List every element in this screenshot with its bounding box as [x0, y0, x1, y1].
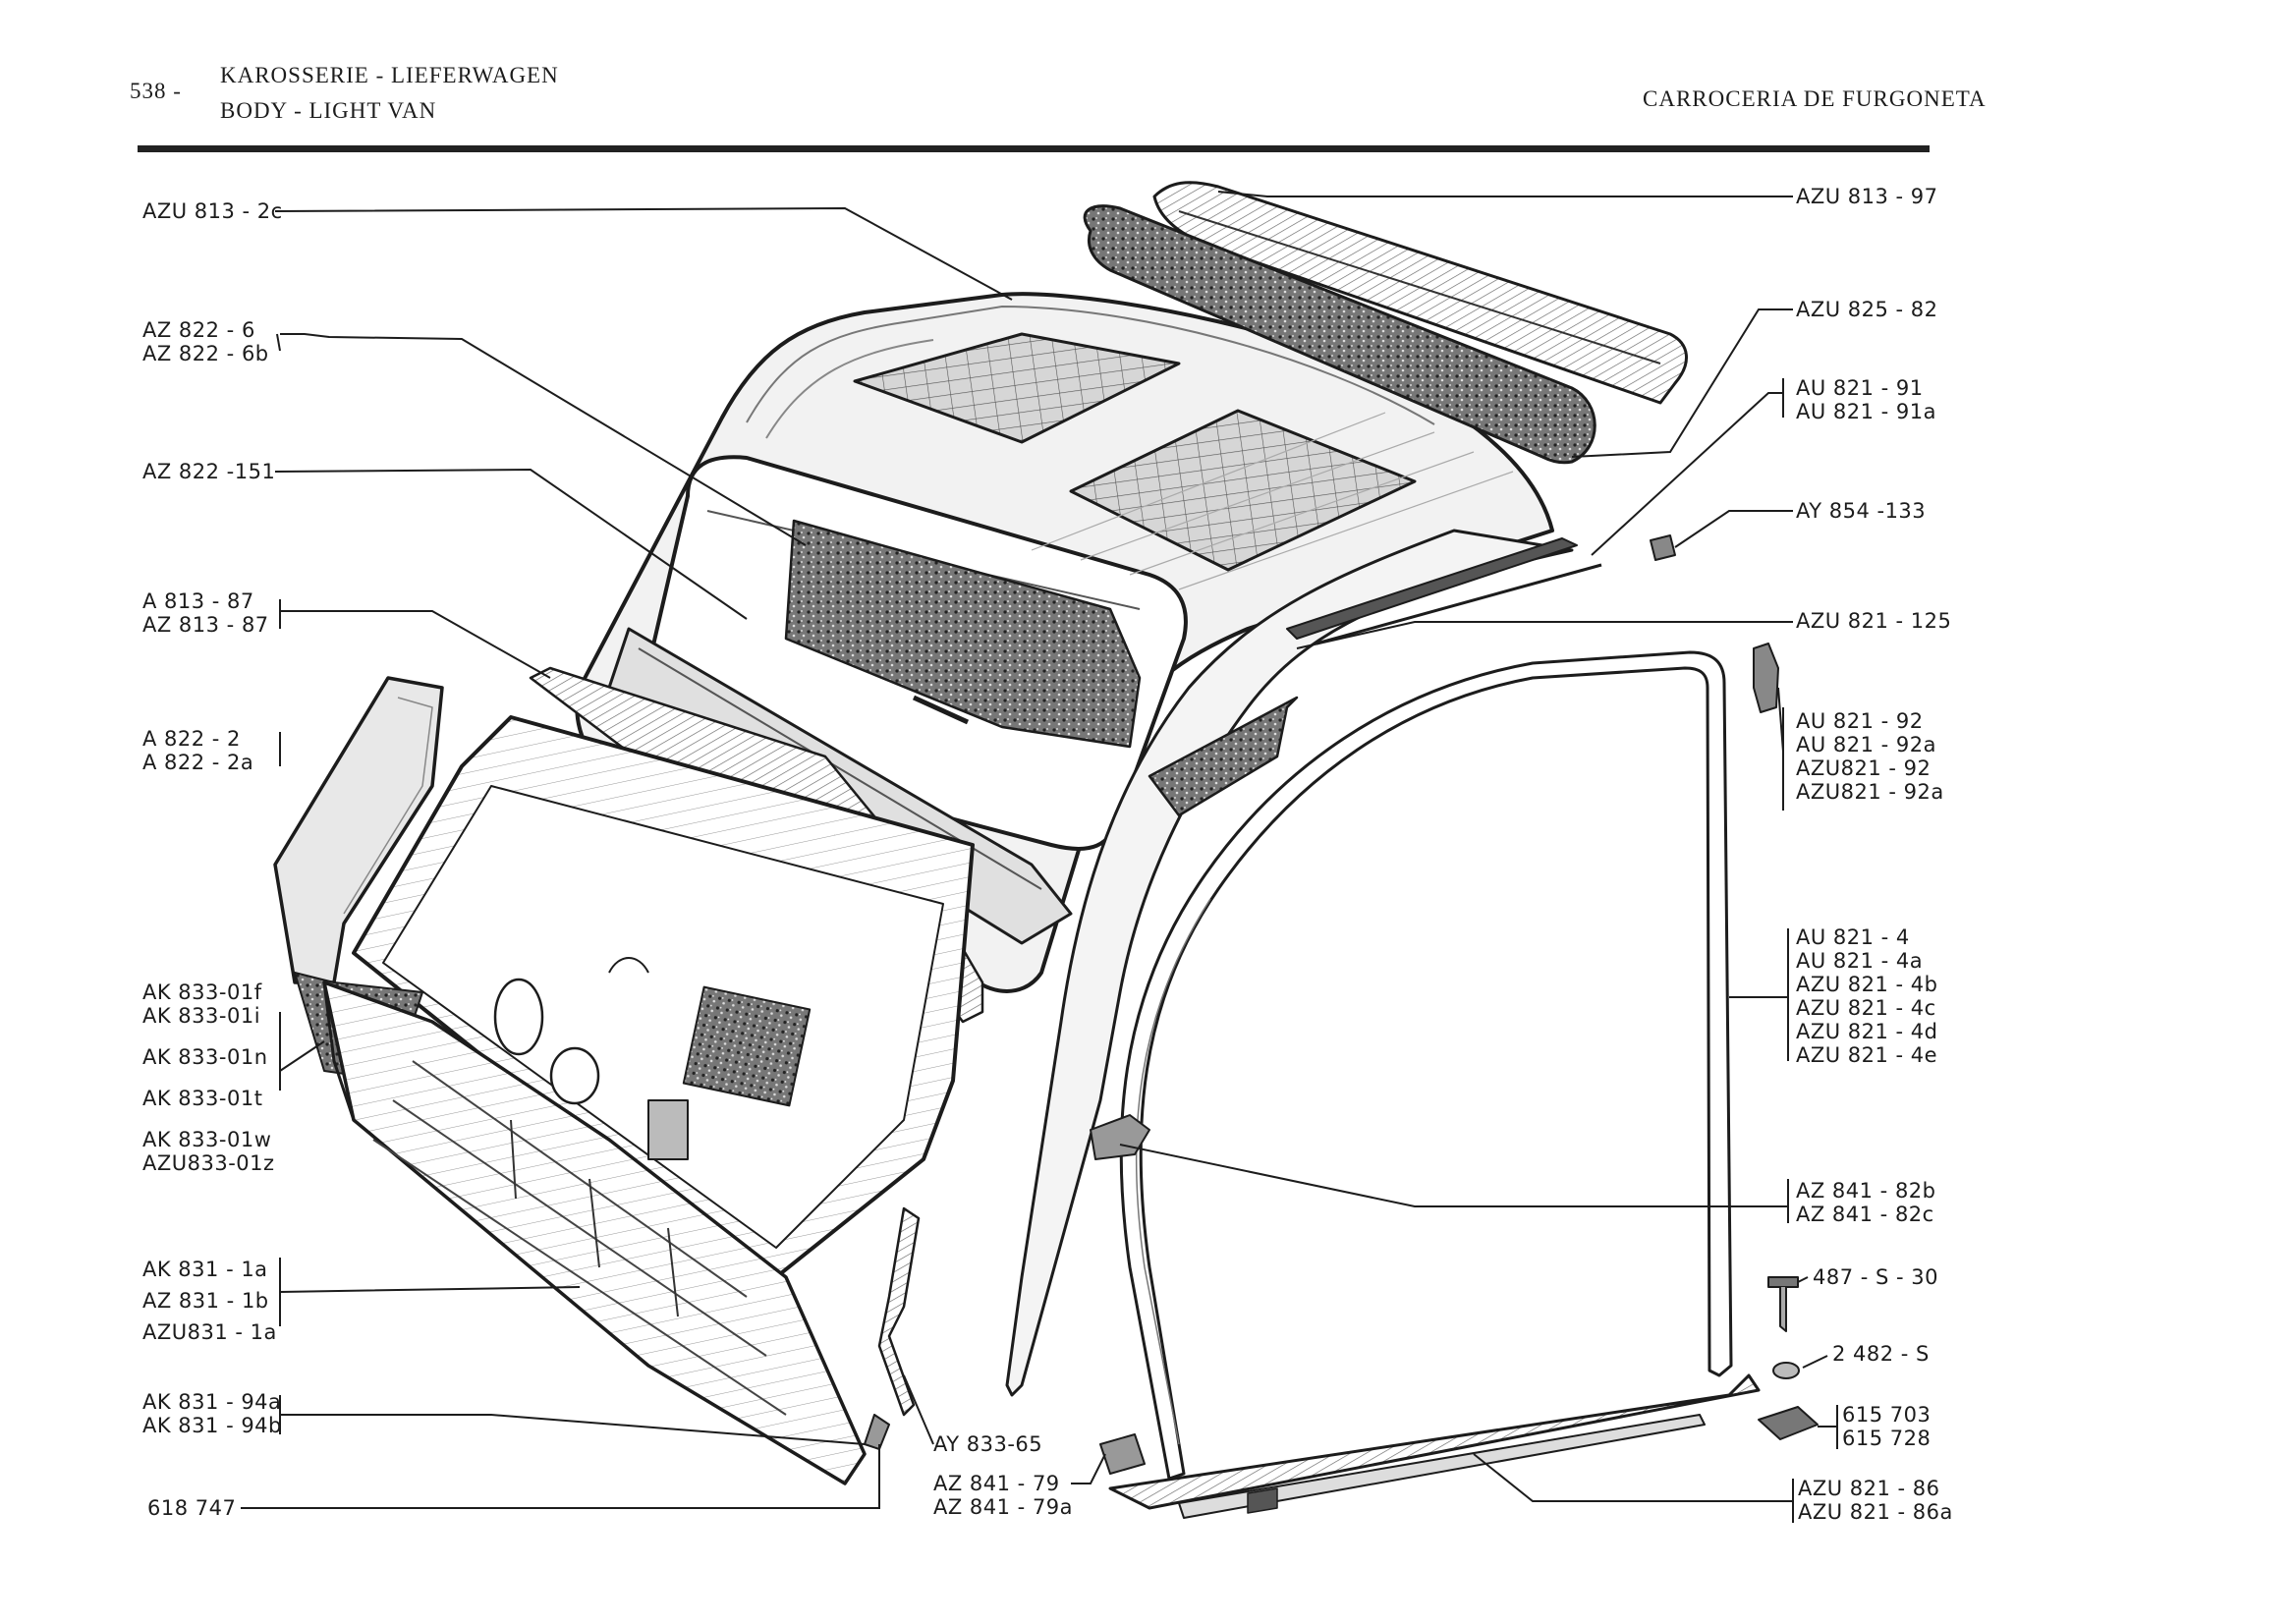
label-az822-151: AZ 822 -151: [142, 460, 275, 483]
label-line: AZU 821 - 4e: [1796, 1043, 1938, 1067]
page-number: 538 -: [130, 79, 182, 103]
label-line: AK 831 - 94b: [142, 1414, 282, 1437]
label-618747: 618 747: [147, 1496, 236, 1520]
label-2482-s: 2 482 - S: [1832, 1342, 1930, 1366]
label-line: AK 833-01i: [142, 1004, 261, 1028]
label-line: A 813 - 87: [142, 589, 254, 613]
label-line: AZU821 - 92a: [1796, 780, 1944, 804]
label-line: 615 703: [1842, 1403, 1932, 1427]
label-line: AU 821 - 91: [1796, 376, 1924, 400]
label-line: AZU 821 - 86: [1798, 1477, 1940, 1500]
label-line: AU 821 - 91a: [1796, 400, 1937, 423]
label-line: AZ 841 - 79a: [933, 1495, 1074, 1519]
label-line: A 822 - 2a: [142, 751, 254, 774]
label-ak831-94: AK 831 - 94a AK 831 - 94b: [142, 1390, 282, 1437]
label-line: AK 831 - 94a: [142, 1390, 282, 1414]
label-azu813-2c: AZU 813 - 2c: [142, 199, 283, 223]
label-az841-79: AZ 841 - 79 AZ 841 - 79a: [933, 1472, 1073, 1519]
roof-gutter-rail: [1152, 181, 1688, 405]
label-line: AZ 822 -151: [142, 460, 276, 483]
label-line: AK 833-01f: [142, 980, 262, 1004]
label-ay854-133: AY 854 -133: [1796, 499, 1926, 523]
label-line: 487 - S - 30: [1813, 1265, 1938, 1289]
label-line: AZU831 - 1a: [142, 1320, 277, 1344]
hinge-strap: [877, 1206, 921, 1417]
label-line: AK 831 - 1a: [142, 1258, 268, 1281]
label-au821-92: AU 821 - 92 AU 821 - 92a AZU821 - 92 AZU…: [1796, 709, 1944, 804]
label-487-s-30: 487 - S - 30: [1813, 1265, 1938, 1289]
label-line: 618 747: [147, 1496, 237, 1520]
label-line: AU 821 - 4: [1796, 925, 1910, 949]
label-ak831-1: AK 831 - 1a AZ 831 - 1b AZU831 - 1a: [142, 1258, 277, 1344]
label-line: AZU 821 - 4b: [1796, 973, 1938, 996]
label-line: 2 482 - S: [1832, 1342, 1930, 1366]
label-line: AZU 821 - 4d: [1796, 1020, 1938, 1043]
latch-bracket: [1753, 643, 1779, 713]
door-sill: [1108, 1373, 1761, 1519]
hinge-pin: [864, 1414, 890, 1450]
label-line: AZU821 - 92: [1796, 756, 1932, 780]
rear-lower-skirt: [322, 980, 867, 1485]
door-frame-seal: [1119, 650, 1733, 1481]
clip-block: [1758, 1406, 1819, 1440]
label-line: AZ 822 - 6b: [142, 342, 269, 365]
label-ak833: AK 833-01f AK 833-01i AK 833-01n AK 833-…: [142, 980, 275, 1175]
small-clip: [1650, 534, 1676, 561]
title-spanish: CARROCERIA DE FURGONETA: [1643, 86, 1987, 111]
side-roof-rail: [1005, 529, 1574, 1397]
label-line: AZU 821 - 86a: [1798, 1500, 1953, 1524]
screw: [1767, 1276, 1799, 1332]
washer: [1772, 1362, 1800, 1379]
label-line: AU 821 - 4a: [1796, 949, 1924, 973]
label-azu821-125: AZU 821 - 125: [1796, 609, 1951, 633]
label-azu825-82: AZU 825 - 82: [1796, 298, 1938, 321]
label-line: AZU 813 - 97: [1796, 185, 1938, 208]
label-line: AK 833-01n: [142, 1045, 268, 1069]
striker-plate-lower: [1099, 1433, 1146, 1475]
label-line: AZU 825 - 82: [1796, 298, 1938, 321]
label-azu813-97: AZU 813 - 97: [1796, 185, 1938, 208]
label-line: AY 833-65: [933, 1432, 1043, 1456]
label-az841-82: AZ 841 - 82b AZ 841 - 82c: [1796, 1179, 1936, 1226]
label-line: A 822 - 2: [142, 727, 241, 751]
label-line: 615 728: [1842, 1427, 1932, 1450]
label-615: 615 703 615 728: [1842, 1403, 1931, 1450]
label-line: AZ 813 - 87: [142, 613, 269, 637]
roof-moulding-thin: [1316, 563, 1602, 645]
label-line: AZ 841 - 82c: [1796, 1203, 1934, 1226]
label-line: AZU 813 - 2c: [142, 199, 283, 223]
label-line: AZU 821 - 125: [1796, 609, 1952, 633]
label-line: AZ 841 - 79: [933, 1472, 1060, 1495]
title-german: KAROSSERIE - LIEFERWAGEN: [220, 63, 559, 87]
label-au821-91: AU 821 - 91 AU 821 - 91a: [1796, 376, 1936, 423]
label-line: AK 833-01w: [142, 1128, 272, 1151]
label-azu821-86: AZU 821 - 86 AZU 821 - 86a: [1798, 1477, 1953, 1524]
label-a813-87: A 813 - 87 AZ 813 - 87: [142, 589, 269, 637]
title-english: BODY - LIGHT VAN: [220, 98, 437, 123]
window-header-trim: [784, 519, 1142, 749]
header-rule: [138, 145, 1930, 152]
label-az822-6: AZ 822 - 6 AZ 822 - 6b: [142, 318, 269, 365]
label-a822-2: A 822 - 2 A 822 - 2a: [142, 727, 253, 774]
label-line: AZ 841 - 82b: [1796, 1179, 1936, 1203]
label-line: AY 854 -133: [1796, 499, 1927, 523]
roof-moulding: [1286, 537, 1578, 640]
label-line: AZ 822 - 6: [142, 318, 255, 342]
label-line: AZU833-01z: [142, 1151, 275, 1175]
label-line: AZ 831 - 1b: [142, 1289, 269, 1313]
label-line: AU 821 - 92: [1796, 709, 1924, 733]
label-au821-4: AU 821 - 4 AU 821 - 4a AZU 821 - 4b AZU …: [1796, 925, 1938, 1067]
cargo-floor-tray: [352, 715, 975, 1279]
label-ay833-65: AY 833-65: [933, 1432, 1042, 1456]
label-line: AU 821 - 92a: [1796, 733, 1937, 756]
label-line: AZU 821 - 4c: [1796, 996, 1936, 1020]
label-line: AK 833-01t: [142, 1087, 263, 1110]
